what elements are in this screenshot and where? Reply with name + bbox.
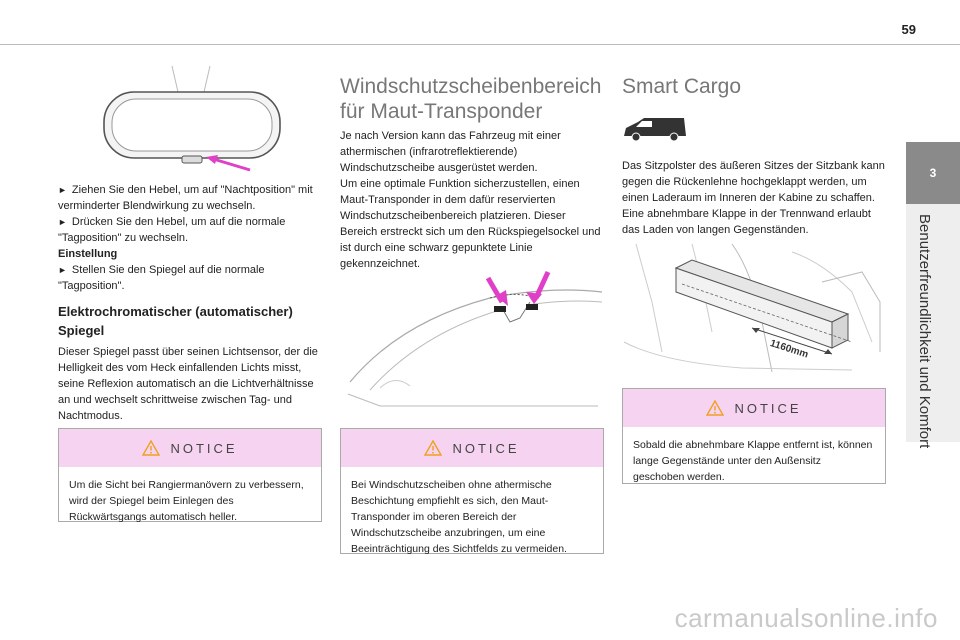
notice-box-cargo: NOTICE Sobald die abnehmbare Klappe entf… xyxy=(622,388,886,484)
toll-transponder-text-2: Um eine optimale Funktion sicherzustelle… xyxy=(340,178,601,270)
warning-triangle-icon xyxy=(706,400,725,416)
notice-header: NOTICE xyxy=(341,429,603,467)
toll-transponder-text-1: Je nach Version kann das Fahrzeug mit ei… xyxy=(340,130,561,174)
instruction-day-position: Drücken Sie den Hebel, um auf die normal… xyxy=(58,214,322,246)
cargo-cabin-drawing xyxy=(623,243,881,373)
notice-text: Sobald die abnehmbare Klappe entfernt is… xyxy=(633,439,873,483)
chapter-tab-label: Benutzerfreundlichkeit und Komfort xyxy=(916,214,933,449)
header-rule xyxy=(0,44,960,45)
van-icon xyxy=(624,118,686,142)
warning-triangle-icon xyxy=(424,440,443,456)
instruction-night-position: Ziehen Sie den Hebel, um auf "Nachtposit… xyxy=(58,182,322,214)
setting-heading: Einstellung xyxy=(58,248,118,260)
notice-text: Bei Windschutzscheiben ohne athermische … xyxy=(351,479,567,555)
notice-box-windscreen: NOTICE Bei Windschutzscheiben ohne ather… xyxy=(340,428,604,555)
bullet-arrow-icon xyxy=(58,216,72,228)
electrochromatic-mirror-heading: Elektrochromatischer (automatischer) Spi… xyxy=(58,304,293,338)
notice-text: Um die Sicht bei Rangiermanövern zu verb… xyxy=(69,479,304,523)
instruction-setting: Stellen Sie den Spiegel auf die normale … xyxy=(58,262,322,294)
notice-header: NOTICE xyxy=(59,429,321,467)
chapter-tab-number[interactable]: 3 xyxy=(906,142,960,204)
notice-title: NOTICE xyxy=(170,440,238,456)
watermark: carmanualsonline.info xyxy=(674,603,938,633)
page-number: 59 xyxy=(901,22,916,37)
notice-title: NOTICE xyxy=(734,400,802,416)
smart-cargo-illustration: 1160mm xyxy=(622,242,886,378)
rearview-mirror-illustration xyxy=(103,65,281,172)
toll-transponder-title: Windschutzscheibenbereich für Maut-Trans… xyxy=(340,75,602,123)
smart-cargo-title: Smart Cargo xyxy=(622,75,742,98)
notice-header: NOTICE xyxy=(623,389,885,427)
notice-box-mirror: NOTICE Um die Sicht bei Rangiermanövern … xyxy=(58,428,322,523)
smart-cargo-text: Das Sitzpolster des äußeren Sitzes der S… xyxy=(622,160,885,236)
bullet-arrow-icon xyxy=(58,264,72,276)
notice-title: NOTICE xyxy=(452,440,520,456)
bullet-arrow-icon xyxy=(58,184,72,196)
warning-triangle-icon xyxy=(142,440,161,456)
windscreen-illustration xyxy=(347,270,603,407)
electrochromatic-mirror-text: Dieser Spiegel passt über seinen Lichtse… xyxy=(58,346,318,422)
